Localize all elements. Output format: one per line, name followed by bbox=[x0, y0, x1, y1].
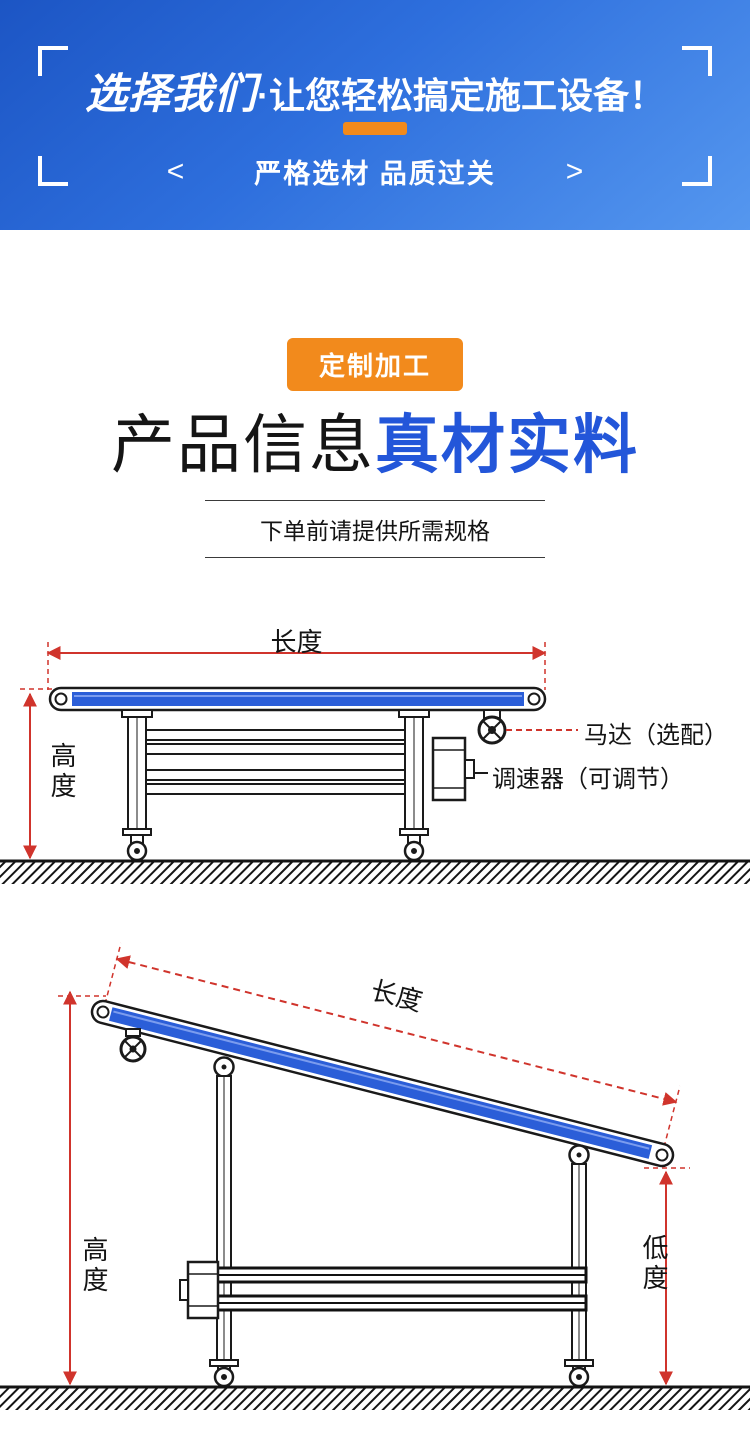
next-arrow-icon[interactable]: > bbox=[565, 154, 584, 188]
frame-corner-bottom-left bbox=[38, 156, 68, 186]
spec-note: 下单前请提供所需规格 bbox=[205, 500, 545, 558]
frame-corner-top-left bbox=[38, 46, 68, 76]
frame-corner-top-right bbox=[682, 46, 712, 76]
frame-cross-rails bbox=[145, 729, 406, 795]
right-caster-wheel bbox=[564, 1359, 594, 1388]
right-support-post bbox=[568, 1144, 590, 1361]
length-label: 长度 bbox=[270, 627, 323, 657]
left-leg bbox=[121, 709, 153, 836]
motor-box bbox=[179, 1260, 220, 1320]
low-height-label: 低度 bbox=[639, 1234, 669, 1294]
hero-banner: 选择我们·让您轻松搞定施工设备！ < 严格选材 品质过关 > bbox=[0, 0, 750, 230]
flat-conveyor-diagram: 长度 高度 马达（选配） 调速器（可调节） bbox=[0, 618, 750, 893]
regulator-label: 调速器（可调节） bbox=[492, 766, 684, 793]
conveyor-belt bbox=[48, 686, 547, 712]
speed-controller-box bbox=[431, 736, 475, 802]
prev-arrow-icon[interactable]: < bbox=[166, 154, 185, 188]
orange-divider-chip bbox=[343, 122, 407, 135]
flat-conveyor-drawing bbox=[0, 642, 750, 884]
section-title: 产品信息真材实料 bbox=[0, 394, 750, 486]
hero-title-rest: ·让您轻松搞定施工设备！ bbox=[257, 75, 665, 116]
inclined-conveyor-drawing bbox=[0, 942, 750, 1410]
right-caster-wheel bbox=[403, 835, 425, 862]
height-dimension-line bbox=[58, 990, 106, 1386]
ground-hatch bbox=[0, 1385, 750, 1410]
length-dimension-line bbox=[104, 942, 681, 1148]
low-dimension-line bbox=[644, 1167, 690, 1386]
motor-wheel-icon bbox=[119, 1028, 147, 1063]
ground-hatch bbox=[0, 859, 750, 884]
height-dimension-line bbox=[20, 688, 52, 860]
frame-cross-rails bbox=[215, 1266, 588, 1312]
length-dimension-line bbox=[46, 642, 547, 690]
inclined-conveyor-diagram: 长度 高度 低度 bbox=[0, 930, 750, 1430]
hero-tagline: 严格选材 品质过关 bbox=[254, 159, 496, 189]
motor-label: 马达（选配） bbox=[584, 722, 728, 749]
custom-processing-badge: 定制加工 bbox=[286, 338, 464, 391]
conveyor-belt bbox=[90, 999, 675, 1168]
section-title-accent: 真材实料 bbox=[375, 409, 639, 481]
hero-title: 选择我们·让您轻松搞定施工设备！ bbox=[0, 60, 750, 121]
motor-wheel-icon bbox=[477, 709, 507, 745]
hero-tagline-row: < 严格选材 品质过关 > bbox=[0, 152, 750, 191]
section-title-black: 产品信息 bbox=[111, 409, 375, 481]
left-support-post bbox=[213, 1056, 235, 1361]
height-label: 高度 bbox=[79, 1236, 109, 1296]
left-caster-wheel bbox=[209, 1359, 239, 1388]
hero-title-emphasis: 选择我们 bbox=[84, 70, 257, 117]
frame-corner-bottom-right bbox=[682, 156, 712, 186]
height-label: 高度 bbox=[47, 742, 77, 802]
left-caster-wheel bbox=[126, 835, 148, 862]
